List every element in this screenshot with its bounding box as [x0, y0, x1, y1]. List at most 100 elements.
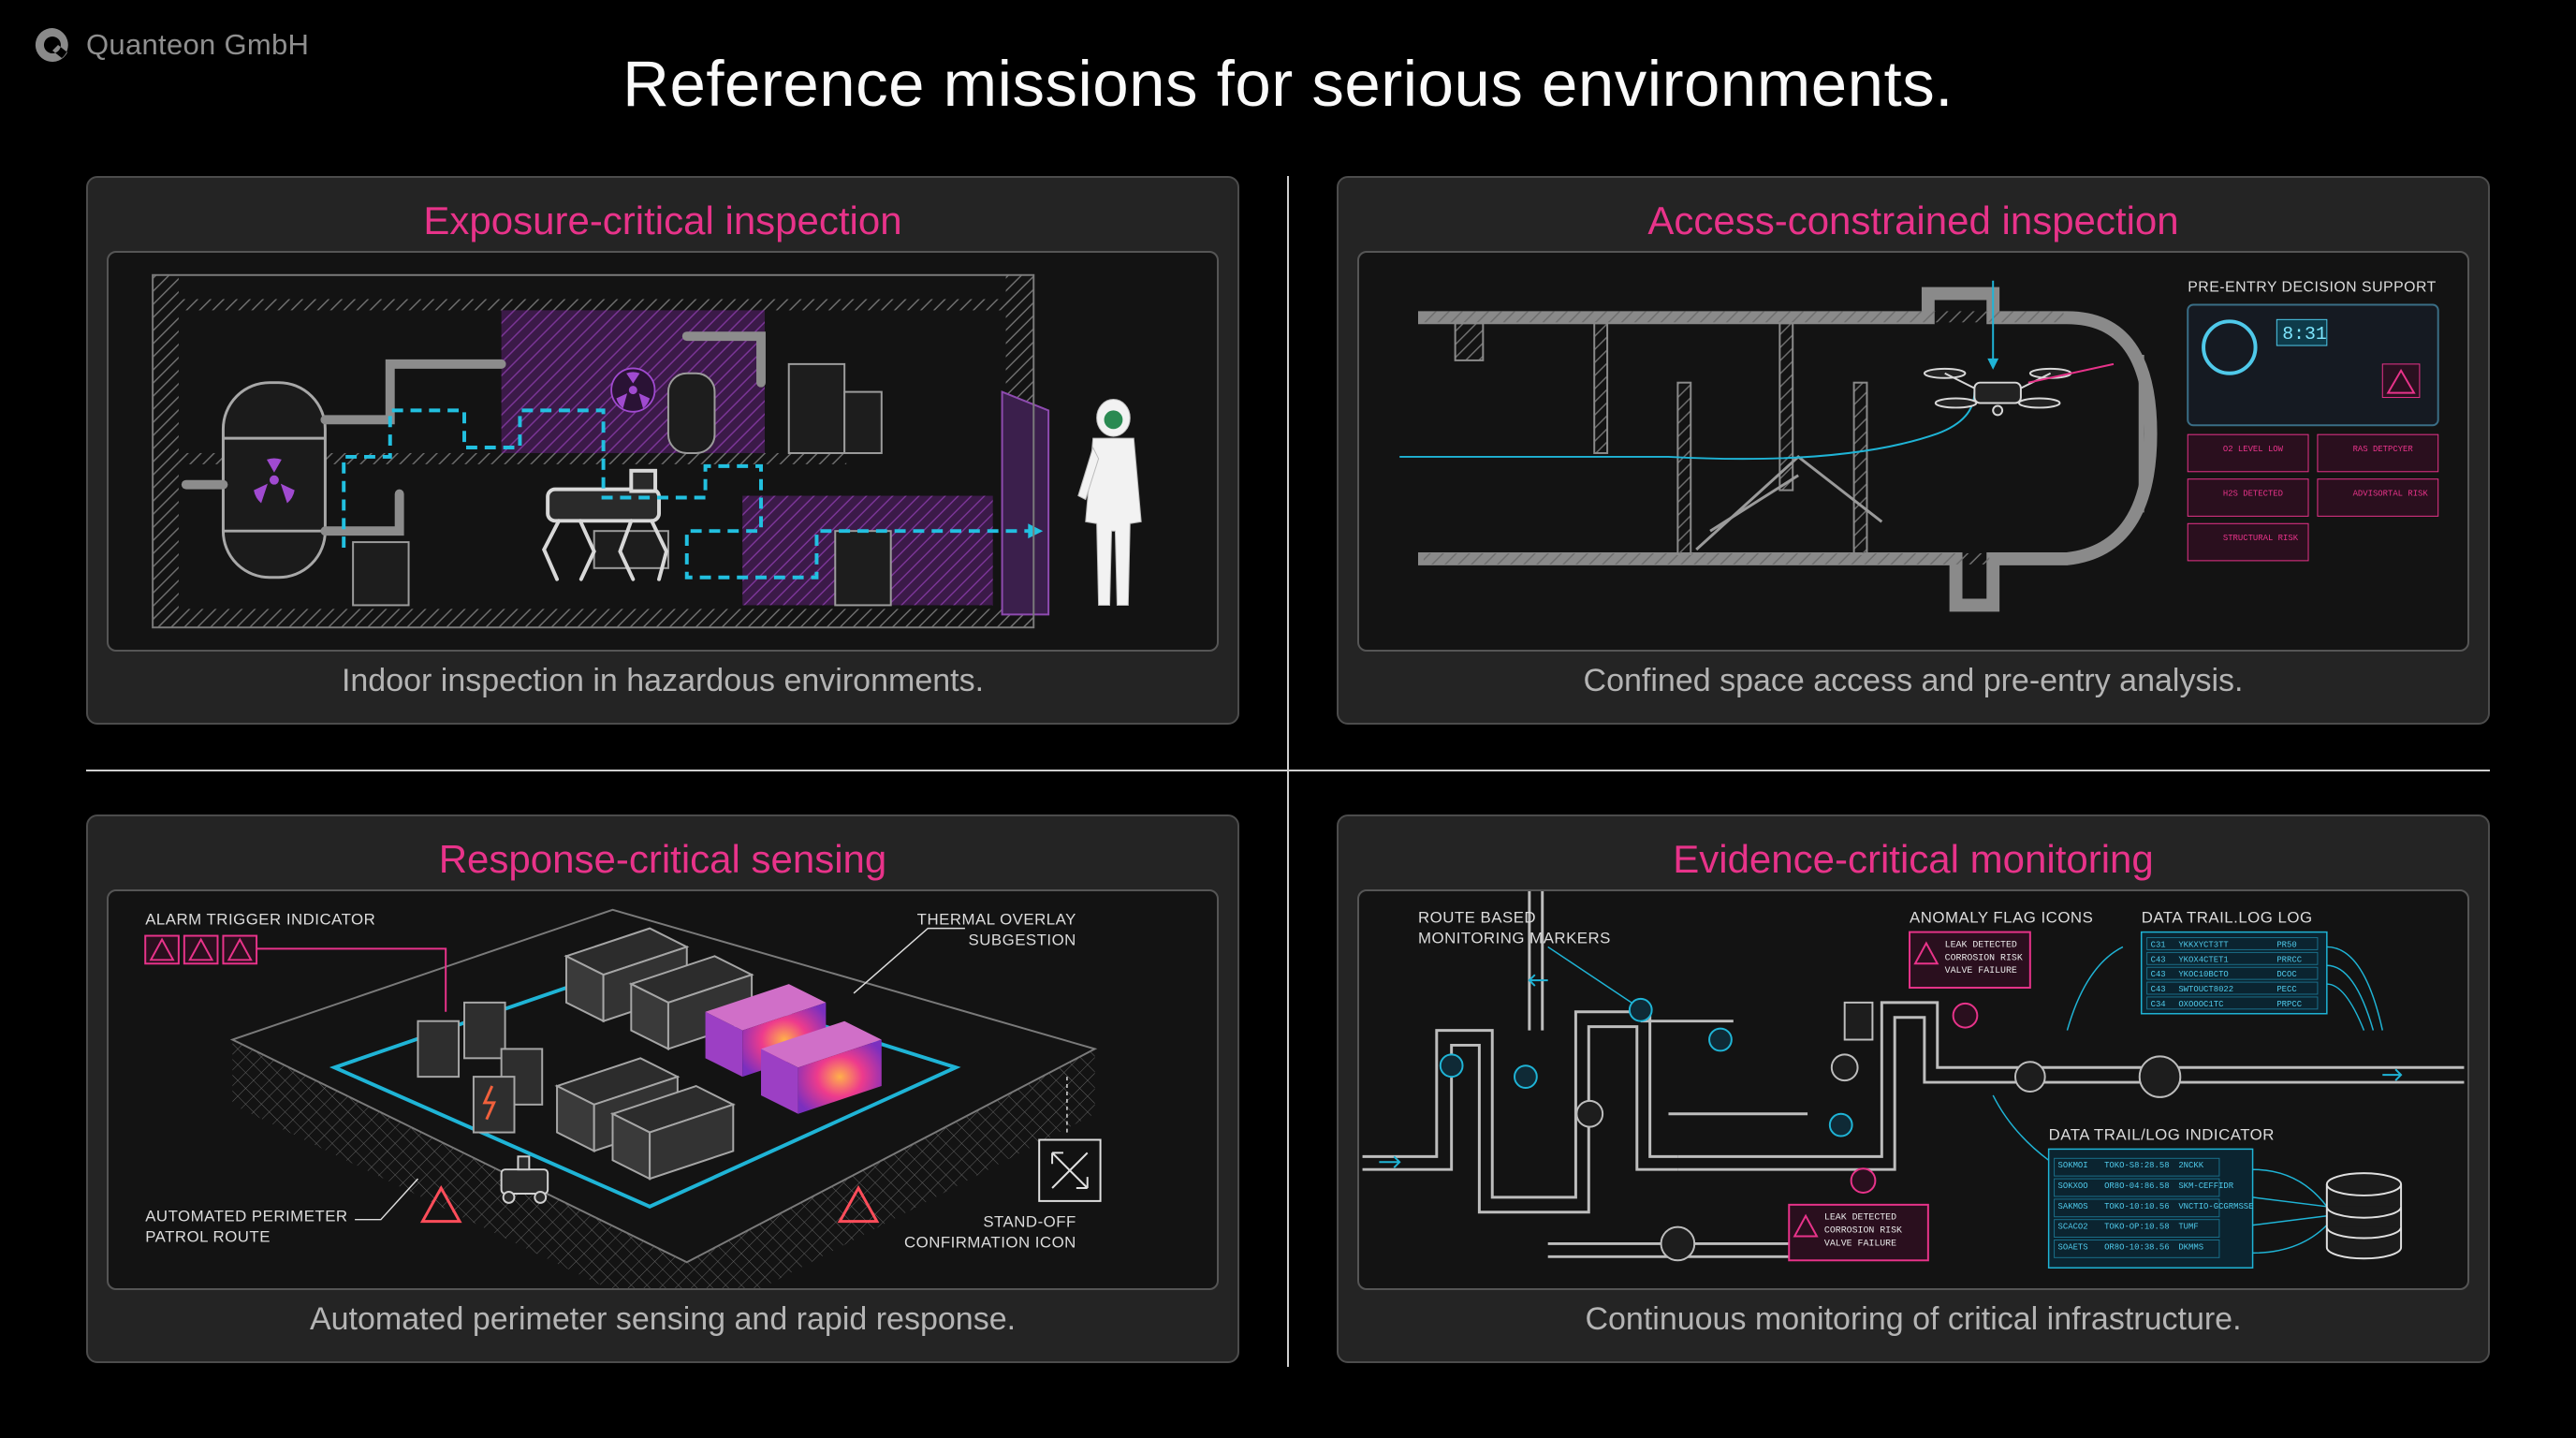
log-bottom-cell: TOKO-OP:10.58: [2104, 1223, 2169, 1232]
log-bottom-cell: SKM-CEFFIDR: [2178, 1181, 2233, 1191]
log-bottom-cell: VNCTIO-GCGRMSSE: [2178, 1202, 2253, 1211]
log-bottom-cell: SOKXOO: [2058, 1181, 2088, 1191]
log-top-cell: C34: [2151, 1000, 2166, 1009]
log-bottom-row: [2054, 1219, 2220, 1239]
drone-flight-path: [1399, 391, 1976, 461]
perimeter-illustration: ALARM TRIGGER INDICATOR THERMAL OVERLAY …: [144, 908, 1102, 1288]
q-logo-icon: [35, 27, 68, 62]
log-top-cell: PECC: [2276, 985, 2296, 994]
route-markers-label-line2: MONITORING MARKERS: [1418, 929, 1611, 946]
panel-caption: Confined space access and pre-entry anal…: [1583, 663, 2244, 698]
panel-title: Access-constrained inspection: [1647, 198, 2179, 242]
log-bottom-row: [2054, 1239, 2220, 1258]
standoff-label-line1: STAND-OFF: [983, 1213, 1076, 1231]
log-top-cell: C31: [2151, 940, 2166, 949]
log-top-cell: YKOX4CTET1: [2178, 955, 2228, 964]
alert-ras: RAS DETPCYER: [2317, 433, 2439, 473]
facility-cutaway-illustration: [152, 273, 1142, 629]
log-top-row: [2146, 951, 2319, 965]
svg-text:LEAK DETECTED: LEAK DETECTED: [1945, 939, 2017, 949]
anomaly-flag-markers: [1850, 1002, 1979, 1194]
standoff-label-line2: CONFIRMATION ICON: [904, 1233, 1076, 1251]
anomaly-flag-box-top: LEAK DETECTED CORROSION RISK VALVE FAILU…: [1909, 931, 2031, 990]
log-bottom-row: [2054, 1157, 2220, 1177]
valve-icon: [1575, 1001, 2182, 1262]
log-bottom-cell: OR8O-04:86.58: [2104, 1181, 2169, 1191]
log-bottom-cell: SOKMOI: [2058, 1161, 2088, 1170]
log-top-cell: C43: [2151, 970, 2166, 979]
log-bottom-cell: OR8O-10:38.56: [2104, 1242, 2169, 1252]
route-markers-label-line1: ROUTE BASED: [1418, 909, 1536, 927]
confined-space-illustration: PRE-ENTRY DECISION SUPPORT 8:31 O2 LEVEL…: [1399, 280, 2439, 612]
panel-access-constrained: Access-constrained inspection: [1337, 176, 2490, 725]
log-top-cell: C43: [2151, 985, 2166, 994]
svg-text:VALVE FAILURE: VALVE FAILURE: [1824, 1238, 1896, 1248]
log-top-row: [2146, 966, 2319, 980]
panel-caption: Indoor inspection in hazardous environme…: [341, 663, 985, 698]
log-bottom-cell: DKMMS: [2178, 1242, 2203, 1252]
log-top-cell: SWTOUCT8022: [2178, 985, 2233, 994]
svg-text:O2 LEVEL LOW: O2 LEVEL LOW: [2223, 445, 2284, 454]
svg-text:CORROSION RISK: CORROSION RISK: [1945, 952, 2023, 962]
log-bottom-cell: TOKO-S8:28.58: [2104, 1161, 2169, 1170]
log-top-cell: PRRCC: [2276, 955, 2302, 964]
illustration-evidence: ROUTE BASED MONITORING MARKERS ANOMALY F…: [1357, 889, 2469, 1290]
svg-text:LEAK DETECTED: LEAK DETECTED: [1824, 1212, 1896, 1223]
panel-evidence-critical: Evidence-critical monitoring: [1337, 814, 2490, 1363]
route-marker-icons: [1439, 997, 1853, 1137]
log-top-cell: PRPCC: [2276, 1000, 2302, 1009]
panel-title: Evidence-critical monitoring: [1673, 837, 2154, 881]
standoff-confirmation-icon: [1038, 1138, 1102, 1202]
log-top-cell: C43: [2151, 955, 2166, 964]
log-bottom-cell: TOKO-10:10.56: [2104, 1202, 2169, 1211]
anomaly-flag-label: ANOMALY FLAG ICONS: [1910, 909, 2093, 927]
illustration-response: ALARM TRIGGER INDICATOR THERMAL OVERLAY …: [107, 889, 1219, 1290]
log-top-cell: PR50: [2276, 940, 2296, 949]
log-bottom-cell: SAKMOS: [2058, 1202, 2088, 1211]
svg-text:CORROSION RISK: CORROSION RISK: [1824, 1225, 1902, 1236]
log-top-cell: YKKXYCT3TT: [2178, 940, 2229, 949]
log-top-cell: YKOC10BCTO: [2178, 970, 2228, 979]
warning-icon: [2381, 363, 2421, 399]
alert-h2s: H2S DETECTED: [2187, 478, 2309, 517]
panel-response-critical: Response-critical sensing: [86, 814, 1239, 1363]
panel-caption: Continuous monitoring of critical infras…: [1585, 1301, 2242, 1337]
log-bottom-cell: SOAETS: [2058, 1242, 2088, 1252]
log-bottom-cell: SCACO2: [2058, 1223, 2088, 1232]
svg-text:H2S DETECTED: H2S DETECTED: [2223, 490, 2283, 499]
decision-support-label: PRE-ENTRY DECISION SUPPORT: [2188, 280, 2437, 296]
warning-icon: [1793, 1213, 1819, 1238]
alarm-trigger-icons: [144, 934, 258, 965]
alarm-label: ALARM TRIGGER INDICATOR: [145, 911, 375, 929]
radiation-icon: [254, 458, 295, 504]
svg-text:VALVE FAILURE: VALVE FAILURE: [1945, 965, 2017, 976]
alert-o2: O2 LEVEL LOW: [2187, 433, 2309, 473]
hazmat-operator-icon: [1077, 399, 1142, 606]
log-bottom-cell: TUMF: [2178, 1223, 2198, 1232]
panel-exposure-critical: Exposure-critical inspection: [86, 176, 1239, 725]
svg-text:STRUCTURAL RISK: STRUCTURAL RISK: [2223, 534, 2299, 543]
patrol-robot-icon: [500, 1155, 549, 1204]
thermal-label-line2: SUBGESTION: [969, 931, 1076, 948]
brand-name: Quanteon GmbH: [86, 28, 310, 61]
svg-text:ADVISORTAL RISK: ADVISORTAL RISK: [2353, 490, 2429, 499]
log-top-row: [2146, 996, 2319, 1010]
panel-title: Exposure-critical inspection: [423, 198, 902, 242]
database-icon: [2325, 1172, 2403, 1260]
brand: Quanteon GmbH: [32, 24, 309, 66]
thermal-label-line1: THERMAL OVERLAY: [917, 911, 1076, 929]
panel-caption: Automated perimeter sensing and rapid re…: [309, 1301, 1017, 1337]
pipeline-monitoring-illustration: ROUTE BASED MONITORING MARKERS ANOMALY F…: [1362, 891, 2465, 1269]
svg-text:RAS DETPCYER: RAS DETPCYER: [2353, 445, 2414, 454]
drone-icon: [1923, 367, 2072, 417]
alert-advisortal: ADVISORTAL RISK: [2317, 478, 2439, 517]
panel-title: Response-critical sensing: [438, 837, 887, 881]
data-trail-indicator-label: DATA TRAIL/LOG INDICATOR: [2049, 1125, 2275, 1143]
warning-icon: [419, 1184, 880, 1224]
log-top-cell: OXOOOC1TC: [2178, 1000, 2223, 1009]
vertical-divider: [1287, 176, 1289, 1367]
illustration-exposure: [107, 251, 1219, 652]
illustration-access: PRE-ENTRY DECISION SUPPORT 8:31 O2 LEVEL…: [1357, 251, 2469, 652]
